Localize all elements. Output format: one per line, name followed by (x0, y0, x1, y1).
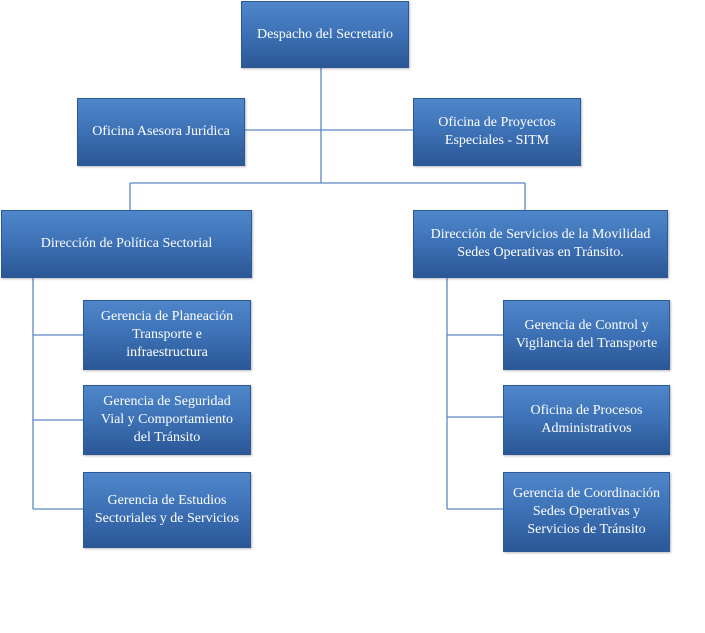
gerencia-planeacion-label: Gerencia de Planeación Transporte e infr… (100, 309, 234, 360)
gerencia-seguridad-label: Gerencia de Seguridad Vial y Comportamie… (100, 394, 234, 445)
direccion-politica-label: Dirección de Política Sectorial (40, 236, 213, 251)
gerencia-planeacion-box: Gerencia de Planeación Transporte e infr… (83, 300, 251, 370)
gerencia-seguridad-box: Gerencia de Seguridad Vial y Comportamie… (83, 385, 251, 455)
oficina-proyectos-label: Oficina de Proyectos Especiales - SITM (438, 115, 556, 148)
direccion-servicios-label: Dirección de Servicios de la Movilidad S… (430, 227, 651, 260)
oficina-procesos-label: Oficina de Procesos Administrativos (530, 403, 643, 436)
despacho-box: Despacho del Secretario (241, 1, 409, 68)
direccion-politica-box: Dirección de Política Sectorial (1, 210, 252, 278)
gerencia-estudios-box: Gerencia de Estudios Sectoriales y de Se… (83, 472, 251, 548)
gerencia-estudios-label: Gerencia de Estudios Sectoriales y de Se… (94, 493, 240, 526)
gerencia-control-label: Gerencia de Control y Vigilancia del Tra… (515, 318, 658, 351)
gerencia-control-box: Gerencia de Control y Vigilancia del Tra… (503, 300, 670, 370)
direccion-servicios-box: Dirección de Servicios de la Movilidad S… (413, 210, 668, 278)
gerencia-coordinacion-label: Gerencia de Coordinación Sedes Operativa… (513, 486, 660, 537)
oficina-juridica-label: Oficina Asesora Jurídica (92, 124, 230, 139)
oficina-juridica-box: Oficina Asesora Jurídica (77, 98, 245, 166)
oficina-proyectos-box: Oficina de Proyectos Especiales - SITM (413, 98, 581, 166)
oficina-procesos-box: Oficina de Procesos Administrativos (503, 385, 670, 455)
despacho-label: Despacho del Secretario (256, 26, 394, 42)
gerencia-coordinacion-box: Gerencia de Coordinación Sedes Operativa… (503, 472, 670, 552)
